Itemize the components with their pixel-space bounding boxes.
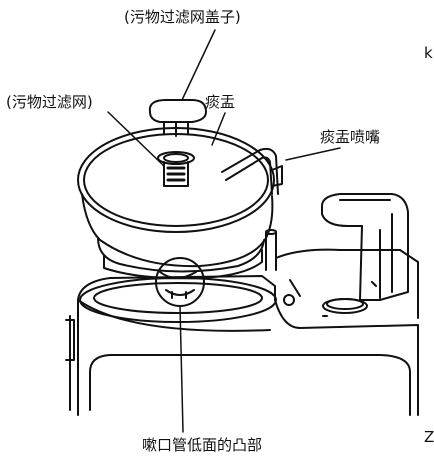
label-filter-cover: (污物过滤网盖子): [124, 8, 241, 26]
bowl-nozzle: [221, 147, 283, 195]
edge-text-top: k: [424, 44, 433, 62]
leader-lines: [107, 29, 341, 433]
leader-nozzle: [285, 147, 341, 161]
label-pipe-bottom: 嗽口管低面的凸部: [142, 436, 263, 454]
label-bowl: 痰盂: [205, 93, 236, 111]
cup-filler: [321, 193, 409, 301]
leader-pipe-bottom: [179, 305, 184, 433]
cup-plate: [275, 248, 419, 319]
cabinet-body: [65, 275, 419, 416]
filter-cover: [148, 99, 207, 137]
edge-text-bottom: Z: [424, 428, 434, 446]
label-filter: (污物过滤网): [6, 93, 93, 111]
leader-filter: [107, 111, 165, 167]
filter-element: [157, 151, 195, 187]
basin-opening: [79, 277, 277, 323]
leader-bowl: [211, 112, 226, 146]
label-bowl-nozzle: 痰盂喷嘴: [320, 128, 381, 146]
cuspidor-bowl: [77, 127, 275, 280]
leader-cover: [181, 29, 216, 101]
